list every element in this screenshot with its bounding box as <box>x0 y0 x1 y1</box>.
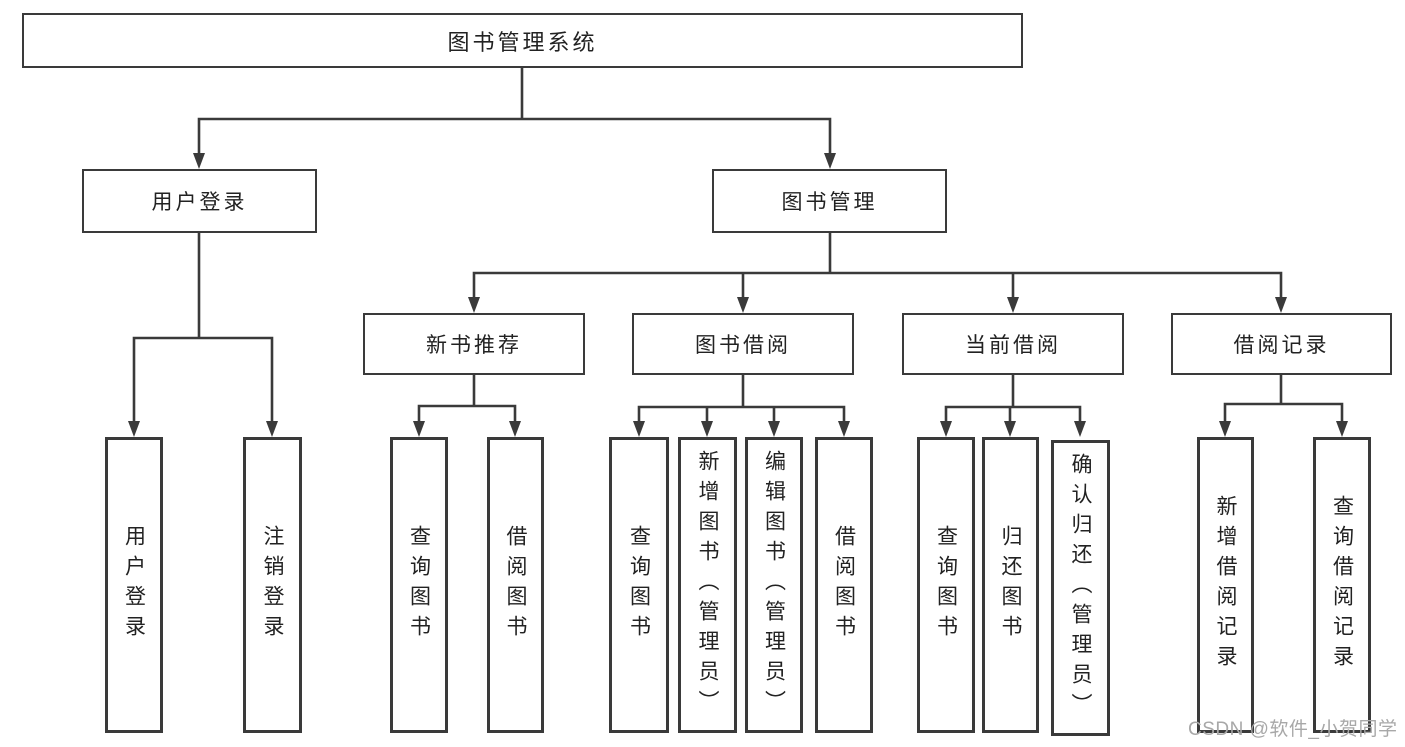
leaf-br-query-record-label: 查询借阅记录 <box>1330 495 1354 675</box>
leaf-bb-borrow-books-label: 借阅图书 <box>832 525 856 645</box>
leaf-user-login: 用户登录 <box>105 437 163 733</box>
leaf-logout: 注销登录 <box>243 437 302 733</box>
leaf-br-add-record: 新增借阅记录 <box>1197 437 1254 733</box>
leaf-cb-confirm-return-admin: 确认归还（管理员） <box>1051 440 1110 736</box>
leaf-logout-label: 注销登录 <box>261 525 284 645</box>
leaf-bb-query-books-label: 查询图书 <box>627 525 651 645</box>
node-new-book-recommend: 新书推荐 <box>363 313 585 375</box>
leaf-cb-query-books: 查询图书 <box>917 437 975 733</box>
leaf-bb-query-books: 查询图书 <box>609 437 669 733</box>
node-user-login-label: 用户登录 <box>151 191 248 214</box>
leaf-bb-borrow-books: 借阅图书 <box>815 437 873 733</box>
leaf-user-login-label: 用户登录 <box>122 525 146 645</box>
node-root: 图书管理系统 <box>22 13 1023 68</box>
node-book-borrow-label: 图书借阅 <box>695 334 791 357</box>
leaf-cb-return-books: 归还图书 <box>982 437 1039 733</box>
node-current-borrow: 当前借阅 <box>902 313 1124 375</box>
node-current-borrow-label: 当前借阅 <box>965 334 1061 357</box>
leaf-bb-edit-books-admin: 编辑图书（管理员） <box>745 437 803 733</box>
leaf-bb-edit-books-admin-label: 编辑图书（管理员） <box>762 450 786 720</box>
csdn-watermark: CSDN @软件_小贺同学 <box>1188 719 1398 740</box>
node-borrow-records: 借阅记录 <box>1171 313 1392 375</box>
node-new-book-recommend-label: 新书推荐 <box>426 334 522 357</box>
leaf-br-add-record-label: 新增借阅记录 <box>1214 495 1237 675</box>
leaf-bb-add-books-admin-label: 新增图书（管理员） <box>696 450 719 720</box>
leaf-cb-return-books-label: 归还图书 <box>999 525 1022 645</box>
node-book-borrow: 图书借阅 <box>632 313 854 375</box>
node-user-login: 用户登录 <box>82 169 317 233</box>
leaf-cb-confirm-return-admin-label: 确认归还（管理员） <box>1069 453 1092 723</box>
leaf-br-query-record: 查询借阅记录 <box>1313 437 1371 733</box>
leaf-bb-add-books-admin: 新增图书（管理员） <box>678 437 737 733</box>
leaf-nbr-query-books: 查询图书 <box>390 437 448 733</box>
leaf-cb-query-books-label: 查询图书 <box>934 525 958 645</box>
leaf-nbr-borrow-books: 借阅图书 <box>487 437 544 733</box>
leaf-nbr-query-books-label: 查询图书 <box>407 525 431 645</box>
leaf-nbr-borrow-books-label: 借阅图书 <box>504 525 527 645</box>
node-root-label: 图书管理系统 <box>447 29 598 55</box>
node-book-management: 图书管理 <box>712 169 947 233</box>
node-borrow-records-label: 借阅记录 <box>1233 334 1330 357</box>
node-book-management-label: 图书管理 <box>781 191 878 214</box>
